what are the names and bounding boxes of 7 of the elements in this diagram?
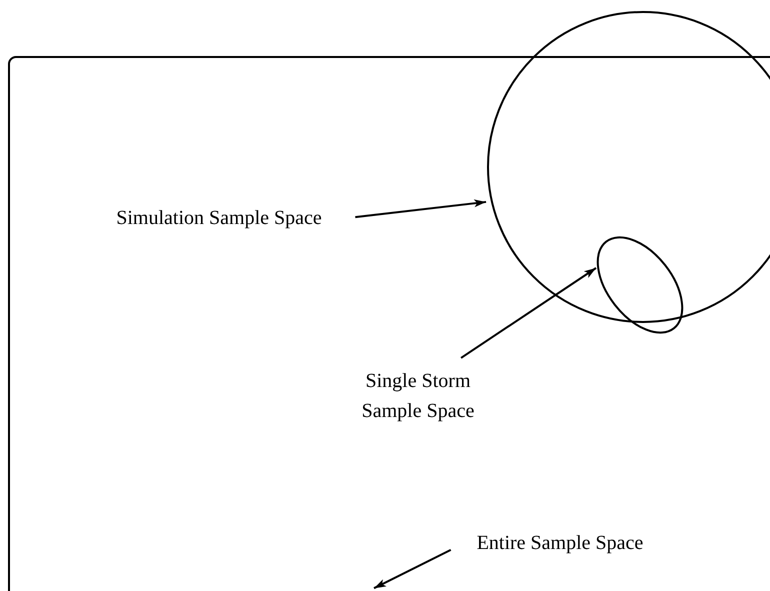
annotation-label: Entire Sample Space [455,528,665,558]
annotation-label: Simulation Sample Space [88,203,350,233]
leader-arrow [374,549,452,590]
annotation-label: Single Storm Sample Space [343,366,493,428]
leader-arrow [460,267,597,359]
outer-boundary-rectangle [8,56,770,591]
leader-arrow [355,199,486,218]
